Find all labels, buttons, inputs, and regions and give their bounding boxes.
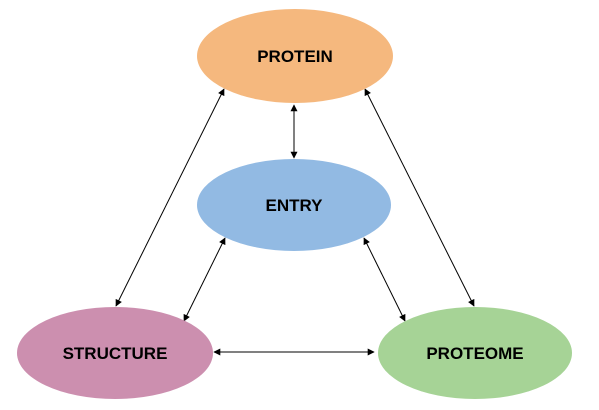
- node-protein: PROTEIN: [197, 9, 393, 103]
- node-protein-label: PROTEIN: [257, 47, 333, 66]
- node-structure-shape: [17, 307, 213, 399]
- node-structure: STRUCTURE: [17, 307, 213, 399]
- node-proteome: PROTEOME: [378, 307, 572, 399]
- node-proteome-label: PROTEOME: [426, 344, 523, 363]
- edge-entry-structure: [183, 237, 226, 322]
- edge-entry-proteome: [363, 237, 406, 322]
- edge-protein-structure: [115, 88, 225, 307]
- edge-protein-proteome: [364, 88, 475, 307]
- node-protein-shape: [197, 9, 393, 103]
- node-entry-shape: [197, 159, 391, 251]
- node-proteome-shape: [378, 307, 572, 399]
- node-structure-label: STRUCTURE: [63, 344, 168, 363]
- node-entry: ENTRY: [197, 159, 391, 251]
- node-entry-label: ENTRY: [266, 196, 324, 215]
